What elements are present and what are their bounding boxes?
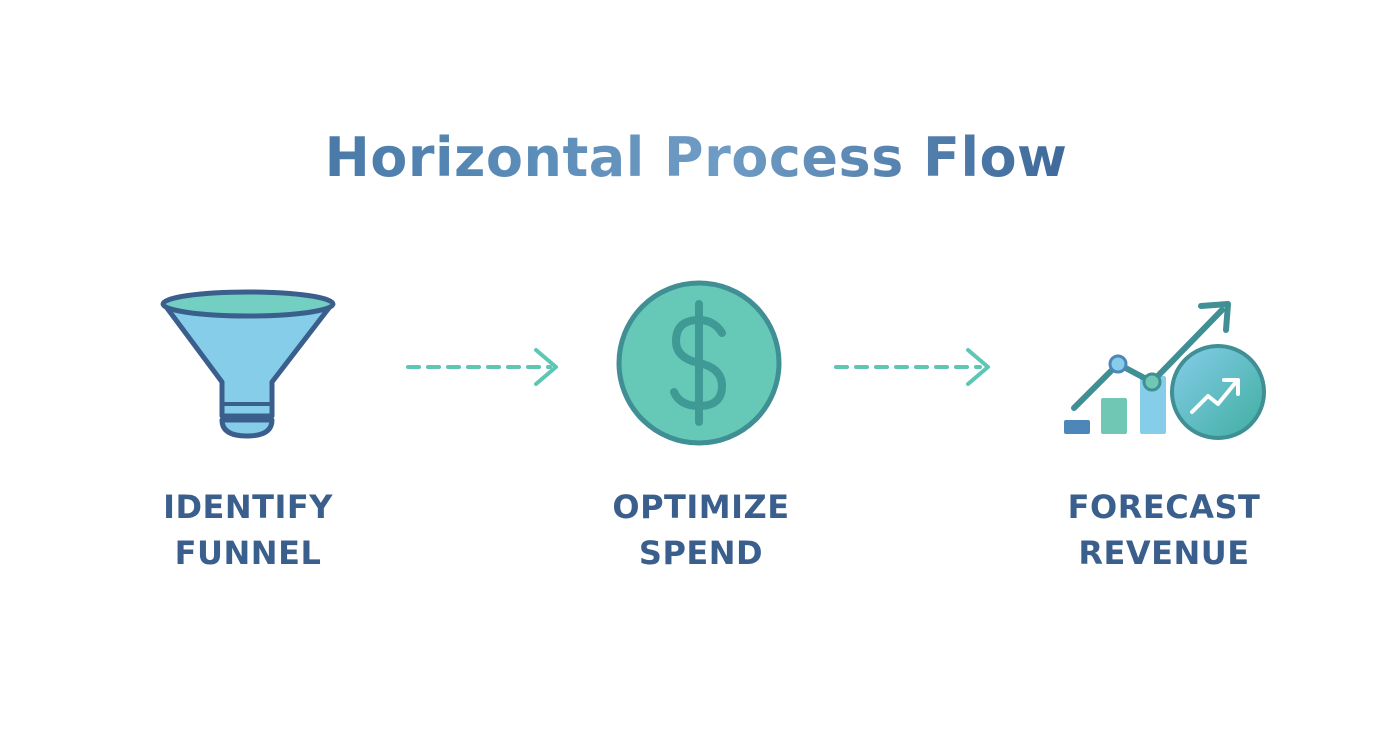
step-label-forecast-revenue: FORECAST REVENUE	[1014, 484, 1314, 576]
step-label-identify-funnel: IDENTIFY FUNNEL	[98, 484, 398, 576]
step-label-line1: IDENTIFY	[163, 488, 333, 526]
funnel-icon	[160, 289, 336, 439]
step-label-line2: SPEND	[638, 534, 764, 572]
dashed-arrow-icon	[834, 348, 990, 386]
dollar-coin-icon	[616, 280, 782, 446]
step-label-optimize-spend: OPTIMIZE SPEND	[551, 484, 851, 576]
dashed-arrow-icon	[406, 348, 558, 386]
growth-chart-icon	[1064, 301, 1266, 440]
step-label-line1: FORECAST	[1067, 488, 1261, 526]
step-label-line1: OPTIMIZE	[612, 488, 790, 526]
page-title: Horizontal Process Flow	[0, 118, 1392, 198]
step-label-line2: REVENUE	[1078, 534, 1250, 572]
step-label-line2: FUNNEL	[174, 534, 322, 572]
